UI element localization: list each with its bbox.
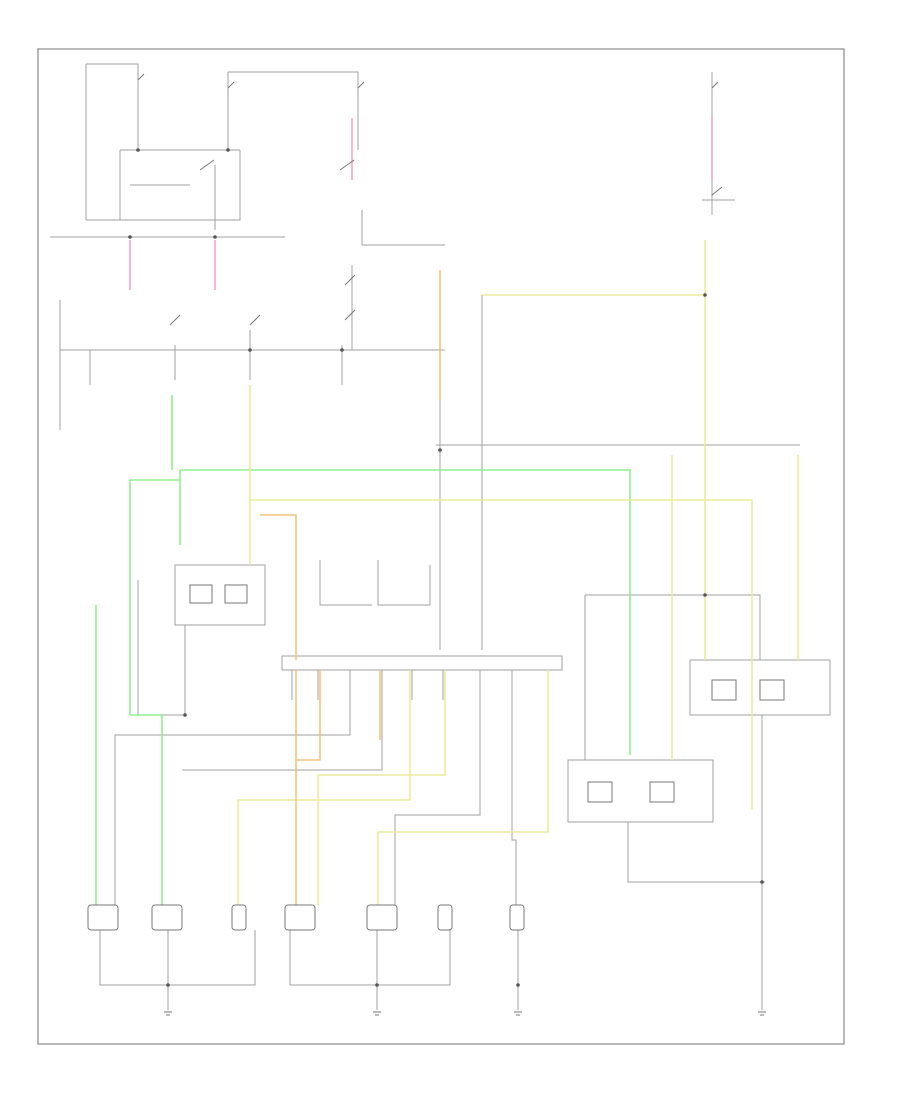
grey-wires (50, 63, 831, 1010)
orange-wires (260, 270, 441, 905)
components (87, 73, 785, 1016)
green-wires (95, 395, 631, 905)
yellow-wires (237, 240, 799, 905)
diagram-frame (37, 48, 845, 1045)
junction-dots (128, 148, 764, 987)
pink-wires (129, 118, 713, 290)
